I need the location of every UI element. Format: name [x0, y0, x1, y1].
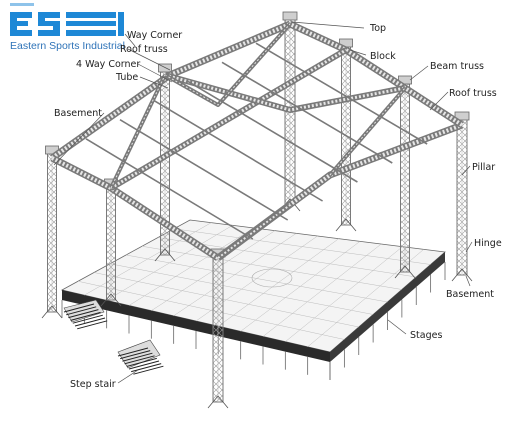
- label-beam-truss: Beam truss: [430, 61, 484, 72]
- company-name: Eastern Sports Industrial: [10, 40, 125, 52]
- step-stair-front: [117, 339, 164, 375]
- label-stages: Stages: [410, 330, 442, 341]
- leader-lines: [53, 21, 473, 384]
- label-tube: Tube: [115, 72, 138, 83]
- label-basement-right: Basement: [446, 289, 494, 300]
- label-way-corner: Way Corner: [127, 30, 182, 41]
- label-roof-truss-right: Roof truss: [449, 88, 497, 99]
- esi-logo-mark: [10, 3, 124, 36]
- brand-logo: Eastern Sports Industrial: [0, 0, 180, 60]
- label-pillar: Pillar: [472, 162, 495, 173]
- stage-platform: [60, 219, 446, 380]
- step-stair-left: [63, 299, 108, 330]
- label-top: Top: [369, 23, 386, 34]
- label-step-stair: Step stair: [70, 379, 116, 390]
- label-basement-left: Basement: [54, 108, 102, 119]
- label-roof-truss-left: Roof truss: [120, 44, 168, 55]
- pillars: [41, 11, 473, 409]
- label-hinge: Hinge: [474, 238, 502, 249]
- label-block: Block: [370, 51, 396, 62]
- label-four-way-corner: 4 Way Corner: [76, 59, 140, 70]
